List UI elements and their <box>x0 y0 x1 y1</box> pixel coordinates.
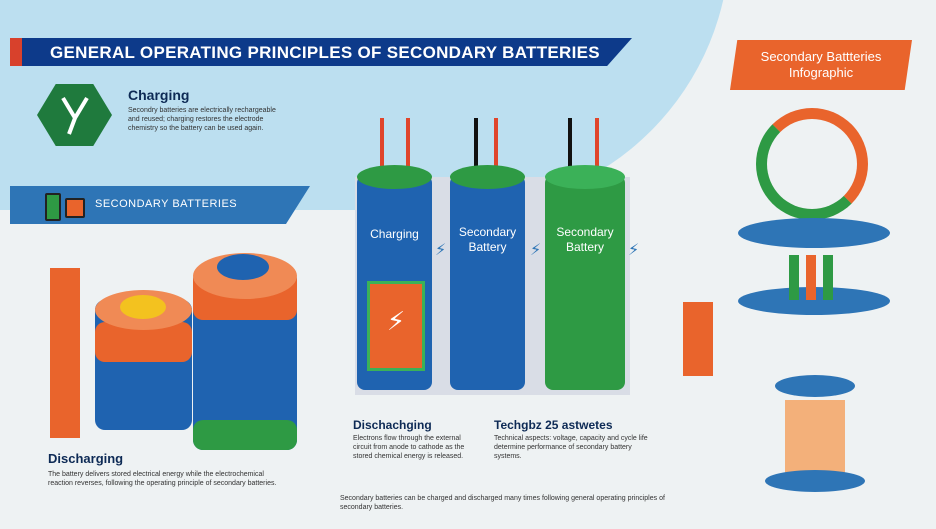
lightning-icon-1: ⚡ <box>435 242 447 259</box>
page-title: GENERAL OPERATING PRINCIPLES OF SECONDAR… <box>50 43 600 62</box>
cell-3-top <box>545 165 625 189</box>
cell-2-label1: Secondary <box>458 225 517 239</box>
large-battery-terminal <box>217 254 269 280</box>
cell-3-label1: Secondary <box>556 225 614 239</box>
cell-2-label2: Battery <box>468 240 507 254</box>
dischachging-body: Electrons flow through the external circ… <box>353 435 465 460</box>
infographic-badge: Secondary Battteries Infographic <box>730 40 912 90</box>
cell-3-label2: Battery <box>565 240 604 254</box>
footer-text: Secondary batteries can be charged and d… <box>340 495 665 511</box>
cycle-ring <box>756 108 868 220</box>
red-wire-4 <box>595 118 599 178</box>
lower-disk <box>775 375 855 397</box>
side-label-right <box>683 302 713 376</box>
black-wire-2 <box>568 118 572 178</box>
cell-1-top <box>357 165 432 189</box>
tube-orange <box>806 255 816 300</box>
title-bar <box>10 38 632 66</box>
battery-icon <box>45 193 61 221</box>
badge-line1: Secondary Battteries <box>760 49 882 64</box>
battery-charge-icon: ⚡ <box>367 281 425 371</box>
side-label-left <box>50 268 80 438</box>
base-disk <box>765 470 865 492</box>
small-battery-terminal <box>120 295 166 319</box>
lightning-icon-3: ⚡ <box>628 242 640 259</box>
tech-heading: Techgbz 25 astwetes <box>494 418 613 432</box>
beaker <box>785 400 845 478</box>
discharging-body: The battery delivers stored electrical e… <box>48 471 277 487</box>
tech-body: Technical aspects: voltage, capacity and… <box>494 435 648 460</box>
secondary-batteries-label: SECONDARY BATTERIES <box>95 198 238 210</box>
tube-green-2 <box>823 255 833 300</box>
red-wire-1 <box>380 118 384 178</box>
red-wire-2 <box>406 118 410 178</box>
cell-1-label: Charging <box>370 227 419 241</box>
dischachging-heading: Dischachging <box>353 418 432 432</box>
large-battery-base <box>193 420 297 450</box>
lightning-icon-2: ⚡ <box>530 242 542 259</box>
red-wire-3 <box>494 118 498 178</box>
cell-2 <box>450 175 525 390</box>
cell-2-top <box>450 165 525 189</box>
badge-line2: Infographic <box>788 65 854 80</box>
plug-icon <box>65 198 85 218</box>
charging-heading: Charging <box>128 87 190 103</box>
discharging-heading: Discharging <box>48 451 124 466</box>
cell-3 <box>545 175 625 390</box>
tube-green <box>789 255 799 300</box>
black-wire-1 <box>474 118 478 178</box>
upper-disk <box>738 218 890 248</box>
charging-body: Secondry batteries are electrically rech… <box>128 107 276 132</box>
